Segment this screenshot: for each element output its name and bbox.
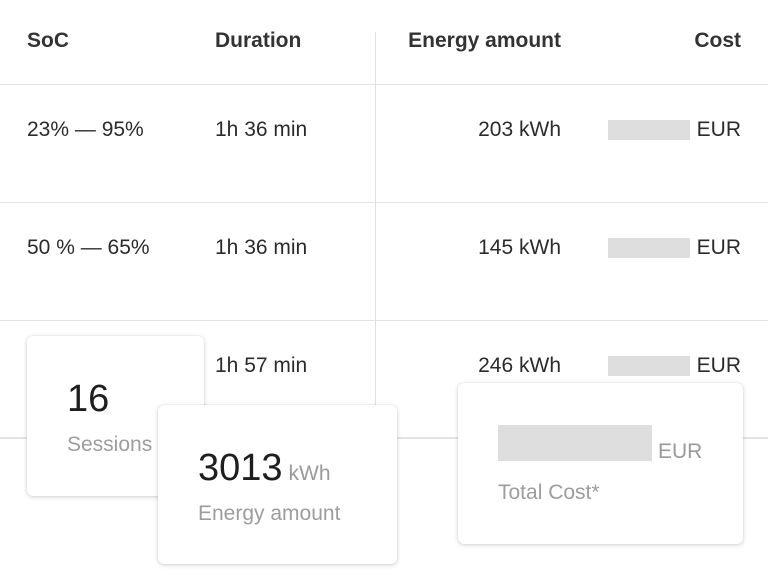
energy-total-value: 3013 <box>198 447 283 489</box>
cost-cell: EUR <box>607 236 741 260</box>
header-cost[interactable]: Cost <box>694 29 741 52</box>
energy-label: Energy amount <box>198 502 341 525</box>
cost-currency: EUR <box>696 118 741 141</box>
duration-value: 1h 36 min <box>215 236 308 259</box>
header-soc[interactable]: SoC <box>27 29 69 52</box>
duration-value: 1h 57 min <box>215 354 308 377</box>
energy-value: 145 kWh <box>478 236 561 259</box>
energy-value: 203 kWh <box>478 118 561 141</box>
cost-cell: EUR <box>607 354 741 378</box>
total-cost-currency: EUR <box>658 440 703 463</box>
cost-summary-card[interactable]: EUR Total Cost* <box>458 383 743 544</box>
header-duration[interactable]: Duration <box>215 29 302 52</box>
soc-range: 50 % — 65% <box>27 236 150 259</box>
sessions-count: 16 <box>67 378 110 420</box>
total-cost-label: Total Cost* <box>498 481 600 504</box>
redacted-cost-value <box>607 120 690 140</box>
soc-range: 23% — 95% <box>27 118 144 141</box>
cost-currency: EUR <box>696 354 741 377</box>
sessions-label: Sessions <box>67 433 153 456</box>
table-row[interactable]: 50 % — 65% 1h 36 min 145 kWh EUR <box>0 203 768 321</box>
redacted-cost-value <box>607 356 690 376</box>
table-header: SoC Duration Energy amount Cost <box>0 0 768 85</box>
cost-cell: EUR <box>607 118 741 142</box>
duration-value: 1h 36 min <box>215 118 308 141</box>
energy-total-unit: kWh <box>288 462 331 485</box>
table-row[interactable]: 23% — 95% 1h 36 min 203 kWh EUR <box>0 85 768 203</box>
cost-currency: EUR <box>696 236 741 259</box>
redacted-cost-value <box>607 238 690 258</box>
energy-value: 246 kWh <box>478 354 561 377</box>
column-divider <box>375 32 376 437</box>
header-energy-amount[interactable]: Energy amount <box>408 29 561 52</box>
redacted-total-cost <box>498 425 652 461</box>
